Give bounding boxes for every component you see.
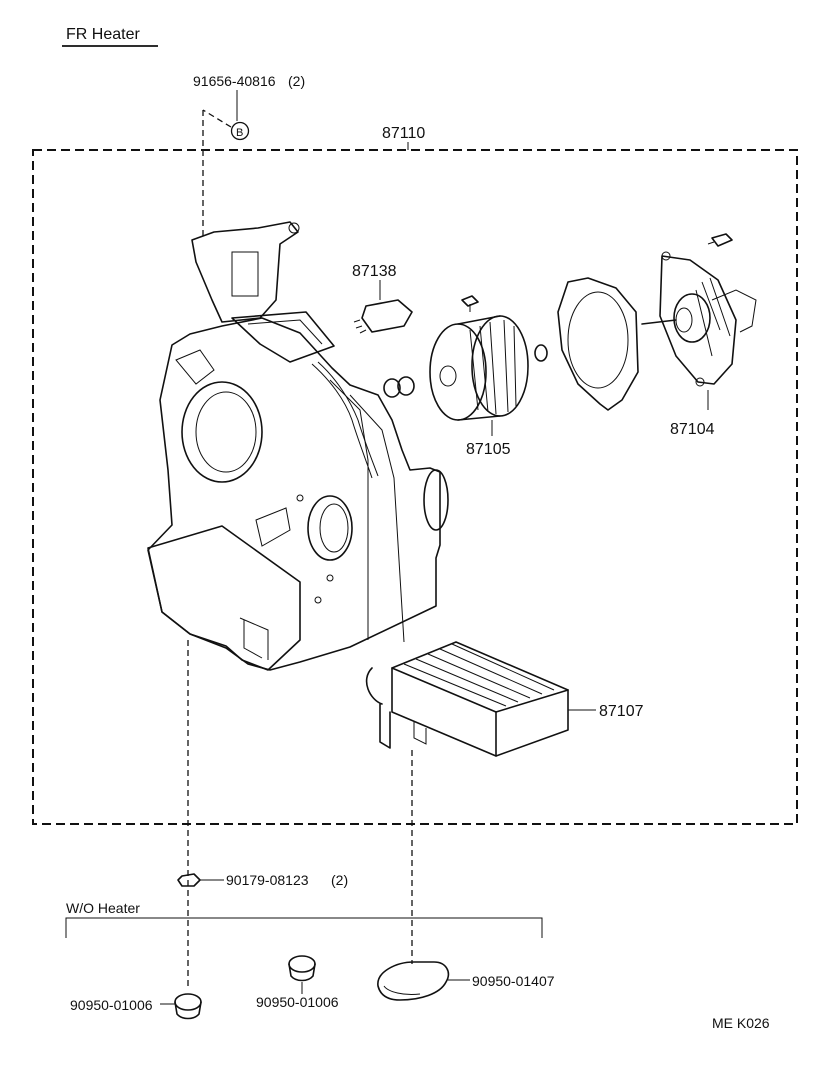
nut-group: 90179-08123 (2) (177, 872, 348, 888)
mounting-bracket-window (231, 251, 259, 297)
resistor-part-number: 87138 (352, 263, 397, 280)
nut-drawing (177, 873, 201, 887)
washer-1 (383, 378, 401, 398)
case-screw-1 (296, 494, 304, 502)
motor-screw-drawing (711, 233, 733, 247)
motor-plate-hole-2 (695, 377, 705, 387)
header-title-text: FR Heater (66, 26, 140, 43)
plug-right-part-number: 90950-01407 (472, 973, 555, 989)
header-title: FR Heater (62, 26, 158, 47)
washer-3 (534, 344, 548, 362)
fan-group: 87105 (429, 315, 529, 458)
core-group: 87107 (365, 641, 644, 757)
heater-case-ridge-line-2 (349, 394, 405, 643)
heater-case-front-opening-inner (195, 391, 257, 473)
core-top-edge (391, 667, 569, 713)
resistor-terminals (353, 319, 367, 334)
fan-hub (439, 365, 457, 387)
ref-mark-circle (230, 121, 250, 141)
small-hardware (383, 295, 548, 398)
motor-body (673, 293, 711, 343)
motor-connector (711, 289, 757, 333)
bolt-callout: 91656-40816 (2) B (193, 73, 305, 240)
gasket-group (557, 277, 639, 411)
wo-heater-bracket (65, 917, 543, 938)
mounting-bracket-hole (288, 222, 300, 234)
heater-case-drawing (147, 221, 449, 671)
motor-shaft (641, 319, 677, 325)
bolt-quantity: (2) (288, 73, 305, 89)
washer-2 (397, 376, 415, 396)
motor-plate (659, 255, 737, 385)
nut-part-number: 90179-08123 (226, 872, 309, 888)
gasket-outer (557, 277, 639, 411)
core-pipe-2 (413, 722, 427, 745)
motor-vanes (695, 277, 731, 357)
ref-mark-letter: B (236, 127, 243, 139)
lever-detail (175, 349, 215, 385)
core-part-number: 87107 (599, 703, 644, 720)
bolt-part-number: 91656-40816 (193, 73, 276, 89)
assembly-dashed-boundary (32, 149, 798, 825)
heater-case-lower-box (147, 525, 301, 671)
fan-part-number: 87105 (466, 441, 511, 458)
core-pipes (365, 667, 391, 749)
assembly-group: 87110 (32, 125, 798, 825)
heater-case-lower-box-detail (239, 617, 269, 660)
wire-harness (311, 363, 373, 479)
plug-right-body (377, 961, 450, 1001)
resistor-group: 87138 (352, 263, 413, 334)
footer-code: ME K026 (712, 1015, 770, 1031)
heater-case-front-opening (181, 381, 263, 483)
fan-blades (469, 319, 517, 415)
plug-mid-cap (288, 955, 316, 973)
heater-case-outlet (423, 469, 449, 531)
wire-harness-2 (317, 361, 379, 477)
motor-group: 87104 (641, 233, 757, 438)
gasket-inner (567, 291, 629, 389)
core-fins (403, 643, 555, 707)
motor-plate-hole-1 (661, 251, 671, 261)
screw-head-drawing (461, 295, 479, 307)
resistor-drawing (361, 299, 413, 333)
intake-duct (231, 311, 335, 363)
wo-heater-group: W/O Heater 90950-01006 90950-01006 90950… (65, 900, 555, 1020)
plug-left-body (174, 1001, 202, 1020)
mounting-bracket (191, 221, 299, 323)
motor-part-number: 87104 (670, 421, 715, 438)
bolt-dash-diagonal (202, 109, 232, 128)
case-screw-2 (326, 574, 334, 582)
heater-case-side-opening (307, 495, 353, 561)
intake-duct-detail (247, 319, 323, 345)
case-screw-3 (314, 596, 322, 604)
wo-heater-label: W/O Heater (66, 900, 140, 916)
assembly-part-number: 87110 (382, 125, 425, 142)
motor-face (675, 307, 693, 333)
fan-top-edge (457, 315, 501, 325)
core-body (391, 641, 569, 757)
plug-left-cap (174, 993, 202, 1011)
heater-case-outline (147, 317, 441, 671)
nut-quantity: (2) (331, 872, 348, 888)
fan-bottom-edge (457, 415, 501, 421)
heater-case-side-opening-inner (319, 503, 349, 553)
plug-left-part-number: 90950-01006 (70, 997, 153, 1013)
motor-screw-shank (707, 241, 715, 245)
plug-mid-body (288, 963, 316, 982)
plug-right-detail (383, 985, 421, 995)
plug-mid-part-number: 90950-01006 (256, 994, 339, 1010)
link-detail (255, 507, 291, 547)
